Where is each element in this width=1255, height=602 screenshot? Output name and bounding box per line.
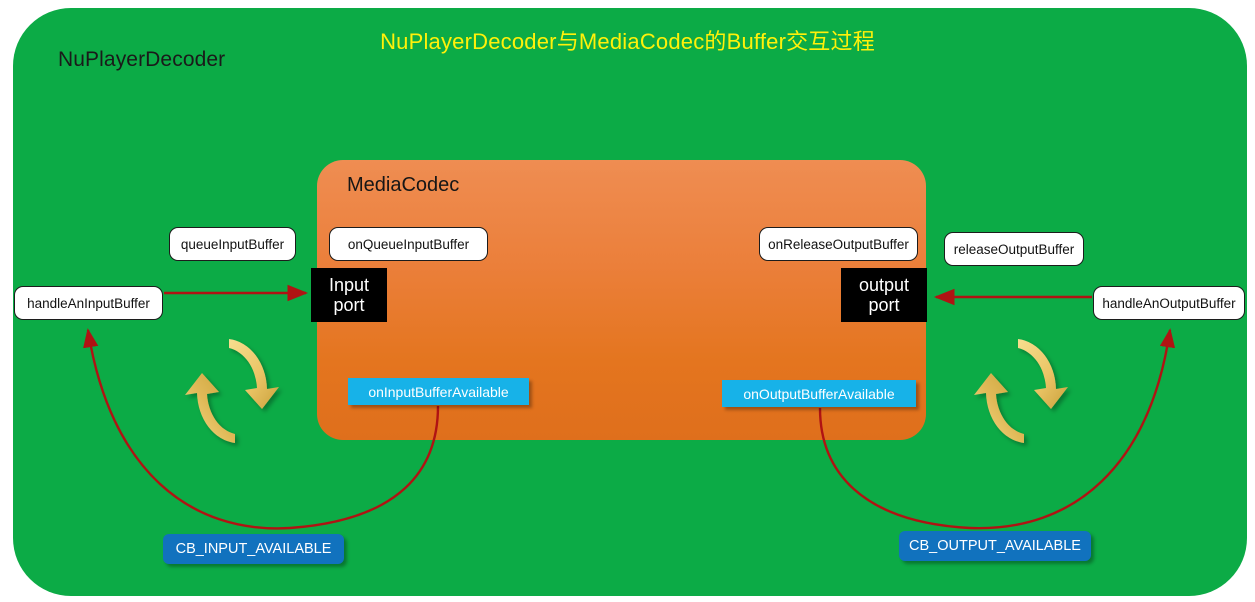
output-port-line1: output (858, 274, 910, 295)
output-port-line2: port (868, 295, 900, 315)
input-port-line2: port (333, 295, 365, 315)
label-on-input-buffer-available: onInputBufferAvailable (348, 378, 529, 405)
output-port-box: output port (841, 268, 927, 322)
input-port-line1: Input (328, 274, 370, 295)
label-cb-output-available: CB_OUTPUT_AVAILABLE (899, 531, 1091, 561)
label-handle-an-output-buffer: handleAnOutputBuffer (1093, 286, 1245, 320)
label-on-release-output-buffer: onReleaseOutputBuffer (759, 227, 918, 261)
nuplayerdecoder-label: NuPlayerDecoder (58, 48, 226, 71)
label-cb-input-available: CB_INPUT_AVAILABLE (163, 534, 344, 564)
label-on-output-buffer-available: onOutputBufferAvailable (722, 380, 916, 407)
diagram-title: NuPlayerDecoder与MediaCodec的Buffer交互过程 (380, 29, 875, 54)
label-on-queue-input-buffer: onQueueInputBuffer (329, 227, 488, 261)
mediacodec-label: MediaCodec (347, 174, 460, 196)
label-handle-an-input-buffer: handleAnInputBuffer (14, 286, 163, 320)
input-port-box: Input port (311, 268, 387, 322)
label-release-output-buffer: releaseOutputBuffer (944, 232, 1084, 266)
label-queue-input-buffer: queueInputBuffer (169, 227, 296, 261)
